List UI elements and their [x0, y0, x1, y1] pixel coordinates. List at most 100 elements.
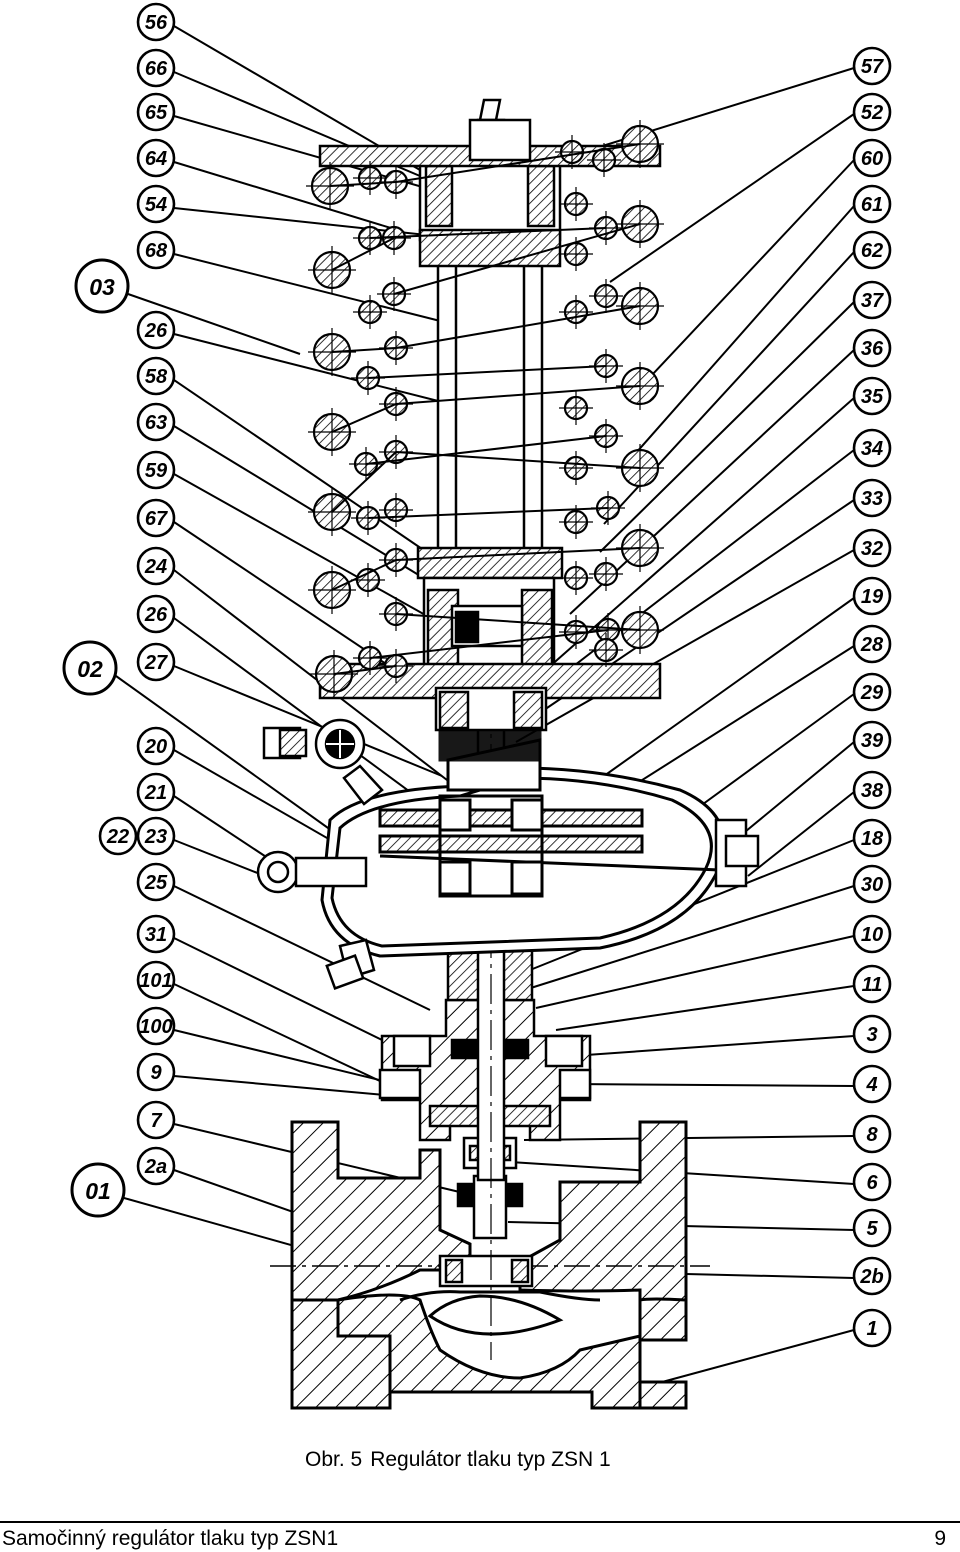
figure-title: Regulátor tlaku typ ZSN 1: [370, 1448, 611, 1471]
callout-assembly-1-label: 03: [89, 274, 115, 300]
callout-left-19-circle: [136, 914, 176, 954]
callout-right-20: 11: [852, 964, 892, 1004]
callout-left-1-circle: [136, 2, 176, 42]
callout-right-4-label: 61: [861, 194, 883, 216]
callout-left-extra-circle: [98, 816, 138, 856]
callout-right-10: 33: [852, 478, 892, 518]
callout-left-23-circle: [136, 1100, 176, 1140]
leader-right-19: [535, 935, 855, 1009]
callout-right-23-label: 8: [866, 1124, 878, 1146]
leader-left-3: [173, 115, 427, 189]
coil-link-17: [369, 629, 609, 659]
callout-left-15: 20: [136, 726, 176, 766]
callout-right-2-label: 52: [861, 102, 883, 124]
callout-left-8: 58: [136, 356, 176, 396]
callout-left-9-label: 63: [145, 412, 167, 434]
callout-left-18-circle: [136, 862, 176, 902]
valve-body: [290, 1120, 688, 1410]
callout-right-3: 60: [852, 138, 892, 178]
callout-right-6-circle: [852, 280, 892, 320]
callout-left-8-label: 58: [145, 366, 168, 388]
callout-assembly-3-label: 01: [85, 1178, 111, 1204]
coil-link-15: [331, 559, 397, 591]
callout-left-14: 27: [136, 642, 176, 682]
callout-left-11: 67: [136, 498, 176, 538]
callout-left-16-label: 21: [144, 782, 167, 804]
coil-wire-inner-25: [379, 493, 413, 527]
callout-right-1-label: 57: [861, 56, 884, 78]
callout-left-2-circle: [136, 48, 176, 88]
callout-right-21: 3: [852, 1014, 892, 1054]
callout-left-14-label: 27: [144, 652, 168, 674]
leader-right-6: [599, 301, 855, 553]
leader-right-3: [635, 159, 855, 393]
callout-right-14: 29: [852, 672, 892, 712]
callout-right-19: 10: [852, 914, 892, 954]
callout-left-1-label: 56: [145, 12, 168, 34]
callout-right-13-circle: [852, 624, 892, 664]
leader-assembly-1: [127, 293, 301, 355]
callout-left-20: 101: [136, 960, 176, 1000]
coil-link-7: [395, 305, 641, 349]
callout-assembly-1: 03: [74, 258, 130, 314]
callout-right-22-label: 4: [865, 1074, 877, 1096]
callout-assembly-2: 02: [62, 640, 118, 696]
callout-right-5-label: 62: [861, 240, 883, 262]
footer-title: Samočinný regulátor tlaku typ ZSN1: [2, 1527, 339, 1550]
coil-link-10: [395, 385, 641, 405]
coil-link-8: [367, 365, 607, 379]
leader-left-6: [173, 253, 477, 331]
callout-left-24: 2a: [136, 1146, 176, 1186]
callout-right-18: 30: [852, 864, 892, 904]
callout-left-extra: 22: [98, 816, 138, 856]
callout-left-18: 25: [136, 862, 176, 902]
callout-left-17-circle: [136, 816, 176, 856]
coil-link-9: [331, 403, 397, 433]
coil-link-14: [367, 507, 609, 519]
callout-left-12: 24: [136, 546, 176, 586]
leader-left-4: [173, 161, 405, 233]
callout-left-22-circle: [136, 1052, 176, 1092]
coil-wire-inner-26: [351, 563, 385, 597]
coil-link-11: [365, 435, 607, 465]
callout-assembly-1-circle: [74, 258, 130, 314]
leader-left-20: [173, 983, 383, 1083]
callout-right-18-circle: [852, 864, 892, 904]
callout-left-4-label: 64: [145, 148, 167, 170]
callout-left-11-label: 67: [145, 508, 168, 530]
coil-link-18: [333, 665, 397, 675]
callout-right-11-circle: [852, 528, 892, 568]
callout-right-3-label: 60: [861, 148, 883, 170]
callout-left-20-label: 101: [139, 970, 172, 992]
callout-right-12: 19: [852, 576, 892, 616]
callout-left-7-circle: [136, 310, 176, 350]
callout-left-9: 63: [136, 402, 176, 442]
callout-right-6: 37: [852, 280, 892, 320]
leader-right-18: [517, 885, 855, 993]
leader-right-15: [739, 741, 855, 837]
callout-right-15-circle: [852, 720, 892, 760]
callout-right-1: 57: [852, 46, 892, 86]
callout-right-7-label: 36: [861, 338, 884, 360]
callout-left-3-label: 65: [145, 102, 168, 124]
page-number: 9: [934, 1527, 946, 1550]
coil-wire-inner-19: [559, 391, 593, 425]
callout-left-12-label: 24: [144, 556, 167, 578]
callout-right-16: 38: [852, 770, 892, 810]
callout-right-21-circle: [852, 1014, 892, 1054]
callout-right-21-label: 3: [866, 1024, 877, 1046]
figure-number: Obr. 5: [305, 1448, 363, 1471]
coil-link-19: [395, 613, 641, 631]
callout-left-2-label: 66: [145, 58, 168, 80]
callout-left-5-circle: [136, 184, 176, 224]
coil-wire-inner-27: [559, 505, 593, 539]
callout-left-21-circle: [136, 1006, 176, 1046]
callout-right-11: 32: [852, 528, 892, 568]
callout-left-21-label: 100: [139, 1016, 172, 1038]
callout-left-5: 54: [136, 184, 176, 224]
callout-right-27: 1: [852, 1308, 892, 1348]
leader-assembly-2: [115, 675, 343, 839]
callout-left-10-circle: [136, 450, 176, 490]
coil-link-4: [331, 237, 395, 271]
